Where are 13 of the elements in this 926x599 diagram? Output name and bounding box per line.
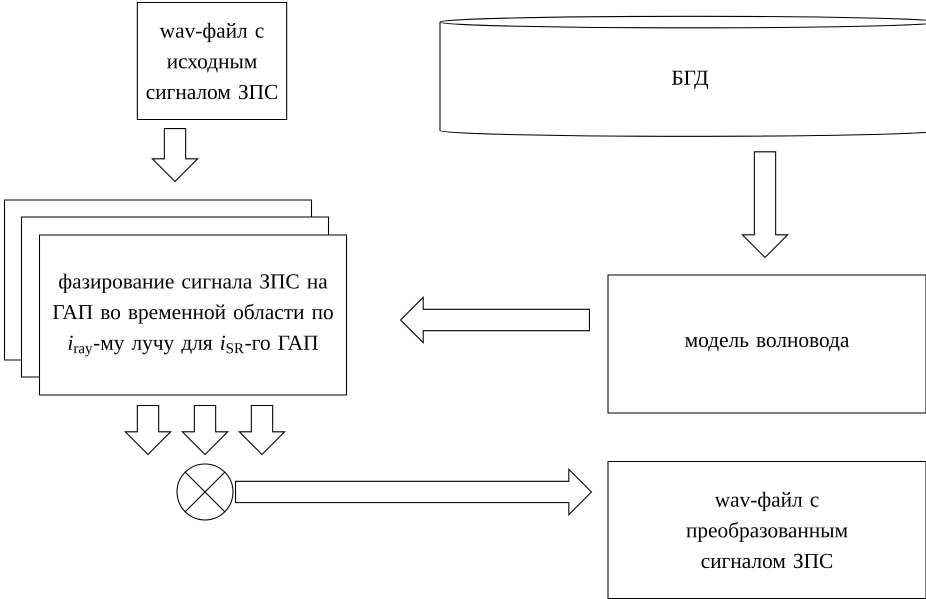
block-arrow — [124, 404, 172, 456]
block-arrow — [235, 468, 592, 516]
database-cylinder: БГД — [439, 16, 926, 137]
block-arrow — [741, 151, 789, 258]
multiply-circle — [176, 463, 234, 521]
block-arrow — [238, 404, 286, 456]
stacked-box: фазирование сигнала ЗПС на ГАП во временной области по i$_{ray}$-му лучу для i$_{SR}$-го ГАП — [4, 199, 348, 396]
block-arrow — [181, 404, 229, 456]
block-arrow — [400, 296, 590, 344]
process-box: модель волновода — [607, 274, 926, 414]
process-box: wav-файл с исходным сигналом ЗПС — [136, 2, 288, 120]
block-arrow — [151, 128, 199, 182]
process-box: wav-файл с преобразованным сигналом ЗПС — [607, 460, 926, 599]
